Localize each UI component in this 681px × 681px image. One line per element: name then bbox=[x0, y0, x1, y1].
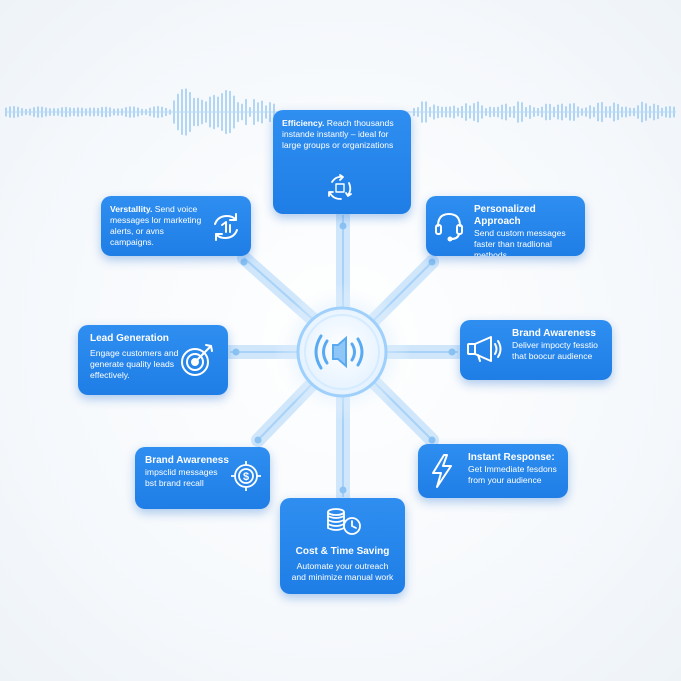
node-brand-left-desc: impsclid messages bst brand recall bbox=[145, 467, 218, 488]
recycle-arrows-icon bbox=[323, 172, 357, 204]
node-instant-title: Instant Response: bbox=[468, 452, 555, 463]
node-personalized-title: Personalized Approach bbox=[474, 204, 536, 227]
node-personalized-desc: Send custom messages faster than tradlio… bbox=[474, 228, 566, 256]
node-lead-title: Lead Generation bbox=[90, 333, 169, 344]
headset-icon bbox=[432, 208, 466, 242]
hub bbox=[272, 282, 412, 422]
refresh-arrows-icon bbox=[209, 210, 243, 244]
node-lead-desc: Engage customers and generate quality le… bbox=[90, 348, 179, 380]
node-personalized[interactable]: Personalized Approach Send custom messag… bbox=[426, 196, 585, 256]
node-cost-title: Cost & Time Saving bbox=[295, 546, 390, 557]
node-brand-right-title: Brand Awareness bbox=[512, 328, 596, 339]
megaphone-icon bbox=[465, 334, 505, 364]
node-versatility-desc: Send voice messages lor marketing alerts… bbox=[110, 204, 202, 247]
node-efficiency-title: Efficiency. bbox=[282, 118, 325, 128]
node-versatility-title: Verstallity. bbox=[110, 204, 153, 214]
speaker-sound-icon bbox=[314, 334, 364, 370]
node-efficiency-desc: Reach thousands instande instantly – ide… bbox=[282, 118, 394, 150]
node-instant[interactable]: Instant Response: Get Immediate fesdons … bbox=[418, 444, 568, 498]
node-brand-right-desc: Deliver impocty fesstio that boocur audi… bbox=[512, 340, 598, 361]
node-versatility[interactable]: Verstallity. Send voice messages lor mar… bbox=[101, 196, 251, 256]
node-cost-desc: Automate your outreach and minimize manu… bbox=[291, 561, 394, 582]
node-lead[interactable]: Lead Generation Engage customers and gen… bbox=[78, 325, 228, 395]
node-cost[interactable]: Cost & Time Saving Automate your outreac… bbox=[280, 498, 405, 594]
coins-clock-icon bbox=[322, 504, 364, 538]
node-brand-left[interactable]: Brand Awareness impsclid messages bst br… bbox=[135, 447, 270, 509]
node-instant-desc: Get Immediate fesdons from your audience bbox=[468, 464, 557, 485]
node-brand-right[interactable]: Brand Awareness Deliver impocty fesstio … bbox=[460, 320, 612, 380]
node-brand-left-title: Brand Awareness bbox=[145, 455, 229, 466]
node-versatility-text: Verstallity. Send voice messages lor mar… bbox=[110, 204, 203, 248]
node-efficiency-text: Efficiency. Reach thousands instande ins… bbox=[282, 118, 402, 151]
lightning-icon bbox=[428, 452, 456, 490]
target-arrow-icon bbox=[178, 341, 216, 379]
svg-text:$: $ bbox=[243, 471, 249, 483]
connector-dots bbox=[232, 222, 456, 494]
dollar-target-icon: $ bbox=[229, 459, 263, 493]
node-efficiency[interactable]: Efficiency. Reach thousands instande ins… bbox=[273, 110, 411, 214]
